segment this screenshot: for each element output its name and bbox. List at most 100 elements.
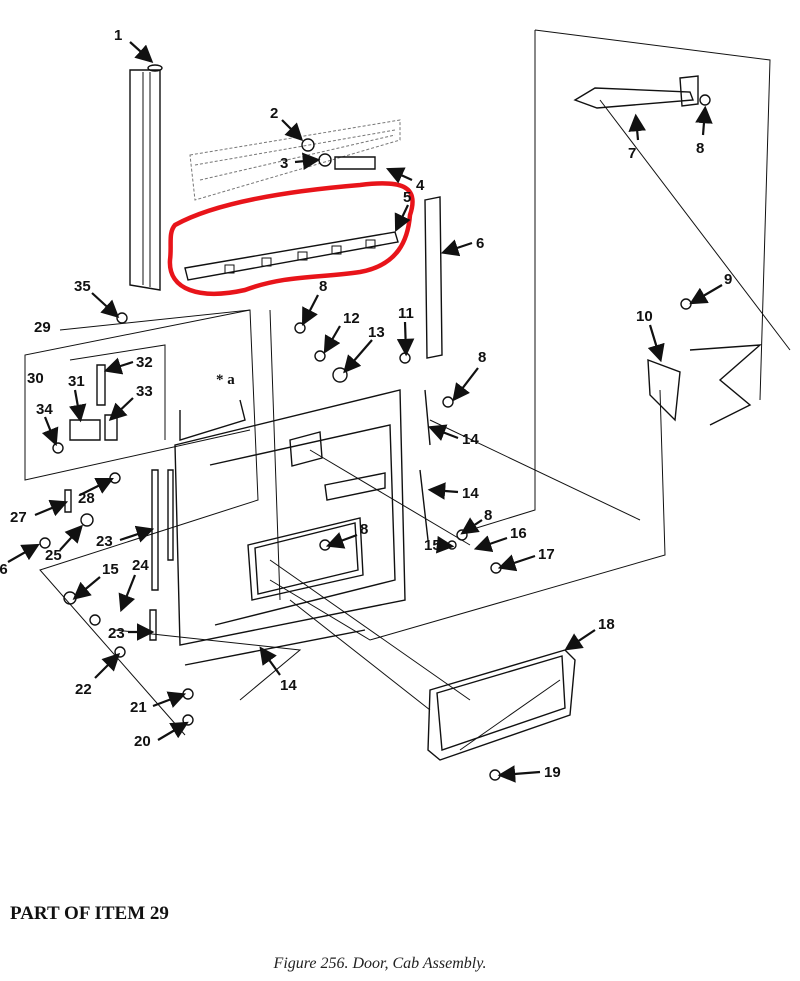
callout-31: 31 [68,373,85,390]
callout-24: 24 [132,557,149,574]
fastener [63,591,77,605]
callout-8: 8 [360,521,368,538]
callout-19: 19 [544,764,561,781]
fasteners [39,94,711,781]
callout-arrow-21 [152,691,187,708]
callout-16: 16 [510,525,527,542]
callout-15: 15 [102,561,119,578]
callout-arrow-18 [564,629,596,651]
callout-arrow-26 [7,543,40,563]
callout-arrow-33 [108,397,134,422]
callout-arrows [7,41,723,783]
highlight-loop [167,181,415,296]
callout-arrow-23 [119,525,155,543]
callout-arrow-20 [157,721,189,741]
callout-arrow-31 [69,389,87,423]
callout-arrow-8 [460,517,483,535]
callout-29: 29 [34,319,51,336]
callout-7: 7 [628,145,636,162]
callout-27: 27 [10,509,27,526]
fastener [399,352,411,364]
fastener [442,396,454,408]
callout-arrow-19 [497,765,541,783]
callout-arrow-16 [473,535,508,553]
callout-13: 13 [368,324,385,341]
callout-arrow-25 [59,524,83,551]
callout-arrow-8 [301,294,319,326]
callout-2: 2 [270,105,278,122]
fastener [39,537,51,549]
fastener [699,94,711,106]
callout-arrow-1 [129,41,154,63]
callout-arrow-14 [427,424,459,441]
callout-11: 11 [398,305,414,322]
fastener [182,688,194,700]
fastener [332,367,348,383]
fastener [109,472,121,484]
callout-5: 5 [403,189,411,206]
callout-4: 4 [416,177,425,194]
fastener [489,769,501,781]
callout-arrow-14 [259,646,281,676]
part-of-item-note: PART OF ITEM 29 [10,903,169,924]
callout-arrow-35 [91,292,120,318]
callout-21: 21 [130,699,147,716]
figure-caption: Figure 256. Door, Cab Assembly. [273,955,487,972]
part-7-regulator-rod [573,75,699,109]
callout-arrow-17 [497,554,536,572]
callout-8: 8 [696,140,704,157]
callout-arrow-6 [440,239,473,257]
fastener [319,539,331,551]
callout-arrow-11 [396,321,415,357]
callout-34: 34 [36,401,53,418]
callout-15: 15 [424,537,441,554]
callout-arrow-5 [394,204,411,232]
fastener [318,153,332,167]
callout-arrow-8 [695,105,713,136]
rods [149,389,431,641]
callout-arrow-28 [79,478,114,496]
callout-23: 23 [108,625,125,642]
part-run-channel [129,64,163,291]
callout-32: 32 [136,354,153,371]
callout-arrow-15 [72,576,101,600]
callout-28: 28 [78,490,95,507]
callout-33: 33 [136,383,153,400]
callout-arrow-2 [281,119,304,142]
callout-arrow-12 [323,325,341,354]
fastener [680,298,692,310]
leader-lines [24,29,791,751]
roof-section-dashed [189,119,401,201]
callout-arrow-34 [41,416,59,447]
asterisk-a-label: * a [216,372,235,388]
callout-arrow-24 [118,574,137,613]
fastener [116,312,128,324]
callout-20: 20 [134,733,151,750]
fastener [314,350,326,362]
callout-arrow-4 [385,167,413,184]
callout-6: 6 [476,235,484,252]
part-18-window-glass [427,649,576,761]
callout-arrow-8 [452,367,479,402]
fastener [80,513,94,527]
callout-3: 3 [280,155,288,172]
callout-14: 14 [462,431,479,448]
callout-arrow-3 [294,152,321,171]
fastener [52,442,64,454]
callout-14: 14 [462,485,479,502]
fastener [89,614,101,626]
callout-arrow-13 [343,339,373,374]
callout-26: 26 [0,561,8,578]
callout-9: 9 [724,271,732,288]
callout-22: 22 [75,681,92,698]
part-10-window-regulator [647,344,763,426]
callout-17: 17 [538,546,555,563]
callout-arrow-27 [34,499,69,517]
callout-arrow-15 [435,535,455,554]
fastener [490,562,502,574]
part-6-channel [424,196,443,359]
callout-arrow-10 [647,324,665,363]
callout-30: 30 [27,370,44,387]
